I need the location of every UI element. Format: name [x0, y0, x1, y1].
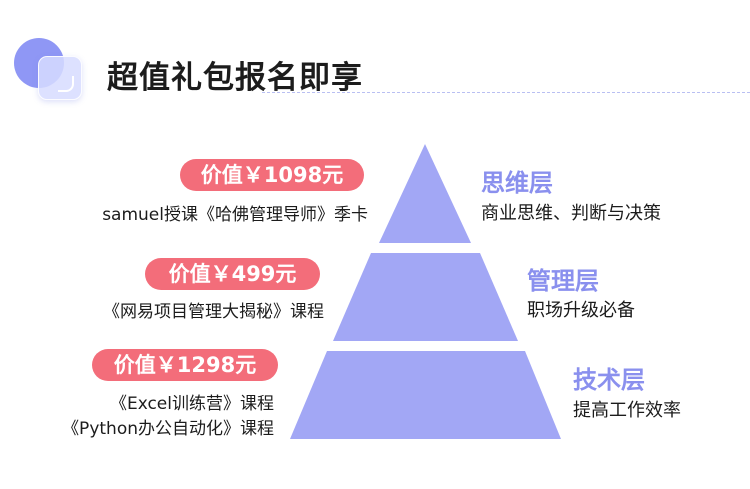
layer-name-management: 管理层	[527, 267, 599, 295]
page-title: 超值礼包报名即享	[107, 60, 363, 96]
layer-desc-management: 职场升级必备	[527, 300, 635, 321]
price-badge: 价值￥1298元	[92, 349, 278, 381]
pyramid-middle-tier	[333, 253, 518, 341]
offer-description: 《Python办公自动化》课程	[62, 419, 274, 439]
offer-description: 《Excel训练营》课程	[109, 394, 274, 414]
logo-icon	[14, 38, 82, 106]
offer-description: samuel授课《哈佛管理导师》季卡	[102, 205, 368, 225]
layer-desc-technical: 提高工作效率	[573, 400, 681, 421]
price-badge: 价值￥499元	[145, 258, 320, 290]
layer-name-thinking: 思维层	[481, 169, 553, 197]
price-badge: 价值￥1098元	[180, 159, 364, 191]
title-divider	[262, 92, 750, 93]
pyramid-bottom-tier	[290, 351, 561, 439]
layer-desc-thinking: 商业思维、判断与决策	[481, 203, 661, 224]
offer-description: 《网易项目管理大揭秘》课程	[103, 302, 324, 322]
layer-name-technical: 技术层	[573, 366, 645, 394]
pyramid-top-tier	[379, 144, 471, 243]
